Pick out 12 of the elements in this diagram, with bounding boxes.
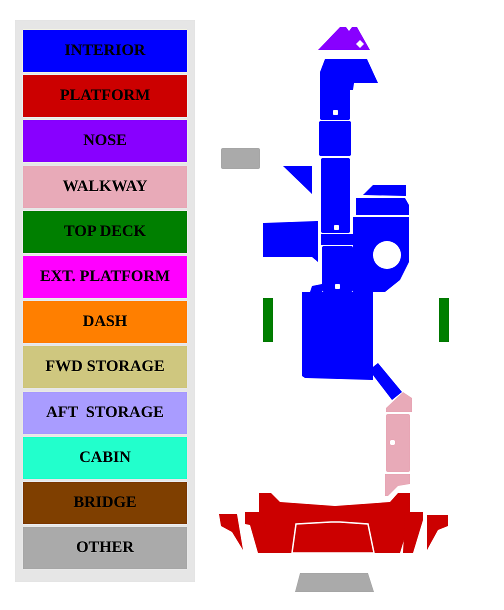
legend-label: EXT. PLATFORM	[40, 268, 170, 286]
legend-label: CABIN	[79, 448, 131, 467]
legend-label: FWD STORAGE	[45, 358, 165, 376]
legend-label: TOP DECK	[64, 222, 146, 241]
legend-label: WALKWAY	[62, 178, 148, 196]
legend-label: PLATFORM	[60, 87, 150, 106]
legend-label: NOSE	[83, 132, 127, 150]
legend-label: DASH	[82, 313, 128, 332]
legend-label: AFT STORAGE	[46, 404, 164, 422]
legend-label: OTHER	[76, 539, 134, 558]
legend-label: BRIDGE	[73, 494, 137, 512]
legend-label: INTERIOR	[64, 42, 146, 60]
